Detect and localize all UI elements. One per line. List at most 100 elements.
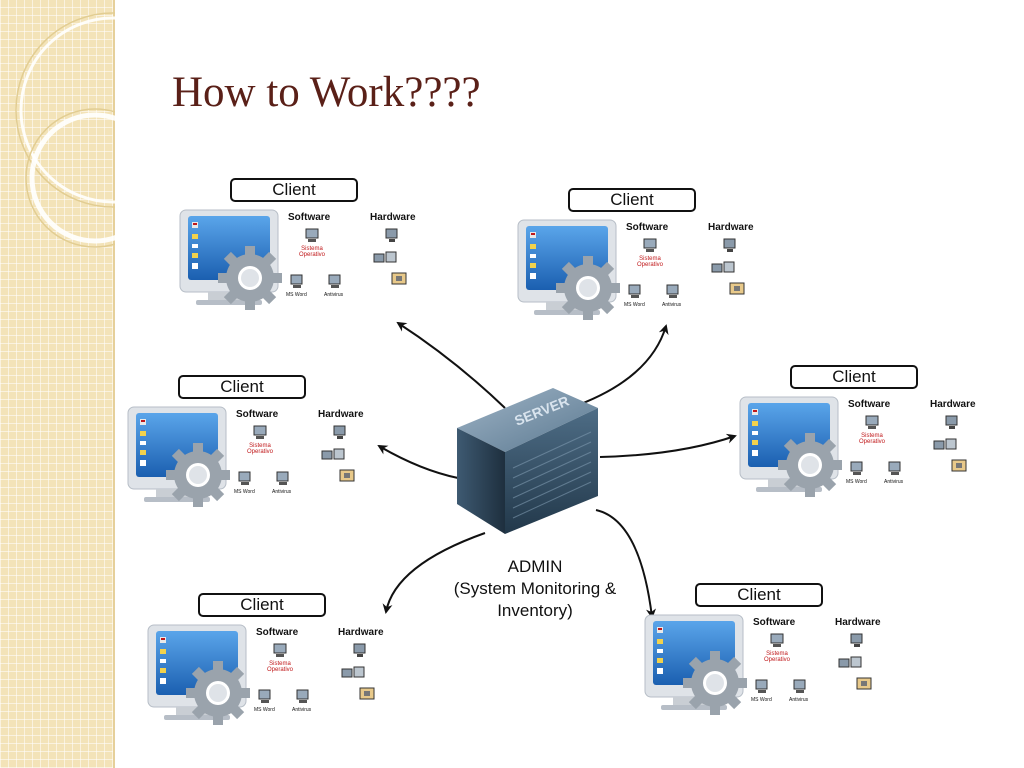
client-mid-left: Client [126, 375, 376, 525]
arrow-to-client-top-left [396, 321, 506, 409]
os-label-line-1: Sistema [639, 256, 661, 262]
ms-word-icon [628, 284, 641, 298]
arrow-to-client-bottom-right [595, 509, 656, 619]
server-icon: SERVER [457, 388, 598, 534]
os-label-line-1: Sistema [301, 246, 323, 252]
os-label: Sistema Operativo [258, 661, 302, 673]
os-icon [865, 415, 879, 429]
os-label-line-2: Operativo [858, 439, 885, 445]
arrow-to-client-mid-left [377, 444, 459, 479]
admin-line-2: (System Monitoring & [453, 579, 617, 598]
ms-word-icon [290, 274, 303, 288]
slide-title: How to Work???? [172, 69, 481, 116]
os-label: Sistema Operativo [850, 433, 894, 445]
software-heading: Software [256, 627, 299, 638]
client-bottom-right: Client [643, 583, 893, 733]
monitor-icon [147, 624, 250, 725]
os-label-line-1: Sistema [861, 433, 883, 439]
os-label: Sistema Operativo [628, 256, 672, 268]
client-label: Client [568, 188, 696, 212]
hardware-icon-devices [373, 251, 397, 263]
software-heading: Software [626, 222, 669, 233]
os-label: Sistema Operativo [238, 443, 282, 455]
os-icon [770, 633, 784, 647]
hardware-icon-pc [945, 415, 958, 429]
hardware-icon-pc [385, 228, 398, 242]
client-top-left: Client [178, 178, 428, 328]
ms-word-label: MS Word [751, 697, 772, 703]
os-label-line-2: Operativo [246, 449, 273, 455]
ms-word-label: MS Word [234, 489, 255, 495]
antivirus-label: Antivirus [884, 479, 904, 485]
os-label-line-2: Operativo [298, 252, 325, 258]
os-icon [253, 425, 267, 439]
antivirus-icon [296, 689, 309, 703]
client-bottom-left: Client [146, 593, 396, 743]
hardware-heading: Hardware [318, 409, 364, 420]
hardware-icon-pc [333, 425, 346, 439]
hardware-icon-components [729, 282, 745, 295]
antivirus-icon [793, 679, 806, 693]
admin-line-3: Inventory) [497, 601, 573, 620]
client-label: Client [178, 375, 306, 399]
client-top-right: Client [516, 188, 766, 338]
hardware-heading: Hardware [338, 627, 384, 638]
ms-word-icon [850, 461, 863, 475]
software-heading: Software [753, 617, 796, 628]
ms-word-label: MS Word [846, 479, 867, 485]
hardware-icon-components [359, 687, 375, 700]
software-heading: Software [236, 409, 279, 420]
os-label-line-1: Sistema [249, 443, 271, 449]
hardware-heading: Hardware [708, 222, 754, 233]
arrow-to-client-top-right [569, 324, 669, 409]
server-box: SERVER [455, 386, 600, 541]
ms-word-label: MS Word [286, 292, 307, 298]
decorative-circles [15, 12, 115, 248]
admin-caption: ADMIN (System Monitoring & Inventory) [430, 556, 640, 622]
client-label: Client [230, 178, 358, 202]
hardware-icon-components [339, 469, 355, 482]
os-icon [305, 228, 319, 242]
hardware-icon-pc [353, 643, 366, 657]
ms-word-label: MS Word [254, 707, 275, 713]
arrow-to-client-mid-right [599, 433, 737, 458]
hardware-icon-devices [711, 261, 735, 273]
hardware-icon-devices [838, 656, 862, 668]
hardware-heading: Hardware [930, 399, 976, 410]
client-label: Client [695, 583, 823, 607]
hardware-heading: Hardware [370, 212, 416, 223]
antivirus-icon [328, 274, 341, 288]
hardware-icon-pc [850, 633, 863, 647]
os-label-line-2: Operativo [763, 657, 790, 663]
software-heading: Software [288, 212, 331, 223]
hardware-icon-devices [341, 666, 365, 678]
software-heading: Software [848, 399, 891, 410]
client-label: Client [198, 593, 326, 617]
antivirus-icon [276, 471, 289, 485]
antivirus-label: Antivirus [662, 302, 682, 308]
antivirus-label: Antivirus [789, 697, 809, 703]
hardware-icon-components [951, 459, 967, 472]
hardware-heading: Hardware [835, 617, 881, 628]
os-icon [273, 643, 287, 657]
antivirus-icon [888, 461, 901, 475]
admin-line-1: ADMIN [507, 557, 563, 576]
os-label: Sistema Operativo [755, 651, 799, 663]
ms-word-icon [258, 689, 271, 703]
os-label-line-1: Sistema [766, 651, 788, 657]
antivirus-label: Antivirus [292, 707, 312, 713]
antivirus-label: Antivirus [324, 292, 344, 298]
hardware-icon-pc [723, 238, 736, 252]
monitor-icon [179, 209, 282, 310]
arrow-to-client-bottom-left [382, 532, 486, 614]
monitor-icon [127, 406, 230, 507]
os-label-line-1: Sistema [269, 661, 291, 667]
ms-word-icon [238, 471, 251, 485]
monitor-icon [517, 219, 620, 320]
os-label-line-2: Operativo [636, 262, 663, 268]
client-label: Client [790, 365, 918, 389]
os-label: Sistema Operativo [290, 246, 334, 258]
decorative-side-band [0, 0, 115, 768]
ms-word-label: MS Word [624, 302, 645, 308]
